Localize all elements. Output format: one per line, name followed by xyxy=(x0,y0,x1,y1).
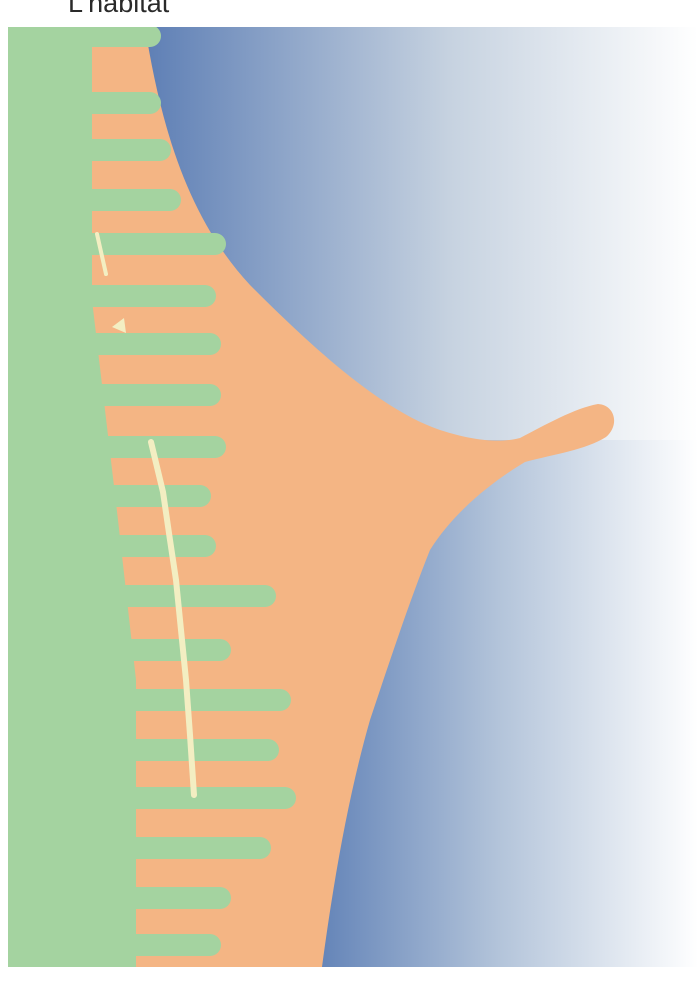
habitat-map xyxy=(0,0,698,983)
